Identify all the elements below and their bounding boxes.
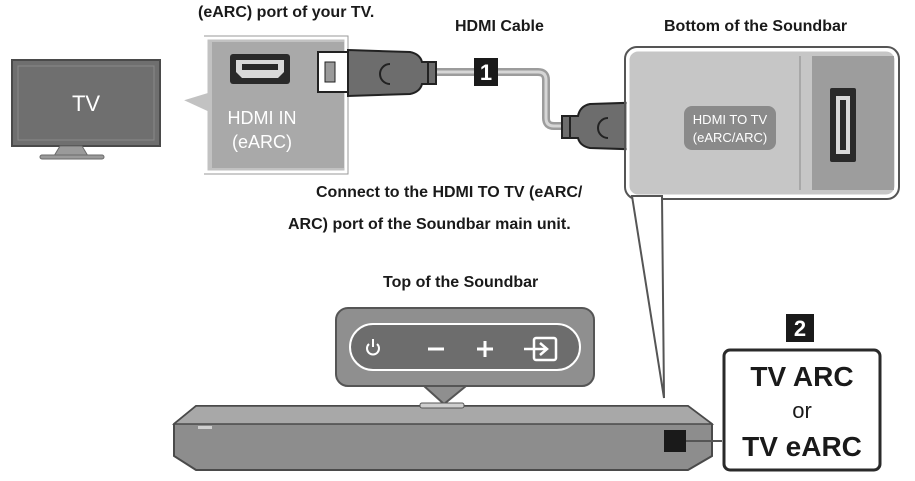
step-2-number: 2 <box>794 316 806 341</box>
soundbar-bottom-panel: HDMI TO TV (eARC/ARC) <box>624 46 900 399</box>
tv-label: TV <box>72 91 100 116</box>
connect-instruction-line2: ARC) port of the Soundbar main unit. <box>288 216 571 233</box>
source-icon <box>524 336 558 362</box>
soundbar-bottom-caption: Bottom of the Soundbar <box>664 18 848 35</box>
tv-illustration: TV <box>11 59 161 160</box>
tv-port-label-line2: (eARC) <box>232 132 292 152</box>
tv-hdmi-socket <box>230 54 290 84</box>
soundbar-port-label-line1: HDMI TO TV <box>693 112 768 127</box>
plus-icon <box>477 341 493 357</box>
result-tv-arc: TV ARC <box>750 361 853 392</box>
hdmi-cable-caption: HDMI Cable <box>455 18 544 35</box>
tv-port-label-line1: HDMI IN <box>228 108 297 128</box>
tv-port-callout: HDMI IN (eARC) <box>175 35 349 175</box>
result-tv-earc: TV eARC <box>742 431 862 462</box>
step-1-number: 1 <box>480 60 492 85</box>
result-or: or <box>792 398 812 423</box>
soundbar-top-caption: Top of the Soundbar <box>383 274 539 291</box>
power-icon <box>366 339 380 356</box>
connect-instruction-line1: Connect to the HDMI TO TV (eARC/ <box>316 184 583 201</box>
soundbar-body <box>171 402 722 471</box>
source-result-box: TV ARC or TV eARC <box>722 348 882 472</box>
soundbar-top-controls <box>335 307 595 406</box>
step-1-badge: 1 <box>474 58 498 86</box>
tv-port-note: (eARC) port of your TV. <box>198 4 375 21</box>
step-2-badge: 2 <box>786 314 814 342</box>
soundbar-port-label-line2: (eARC/ARC) <box>693 130 767 145</box>
soundbar-hdmi-socket <box>830 88 856 162</box>
